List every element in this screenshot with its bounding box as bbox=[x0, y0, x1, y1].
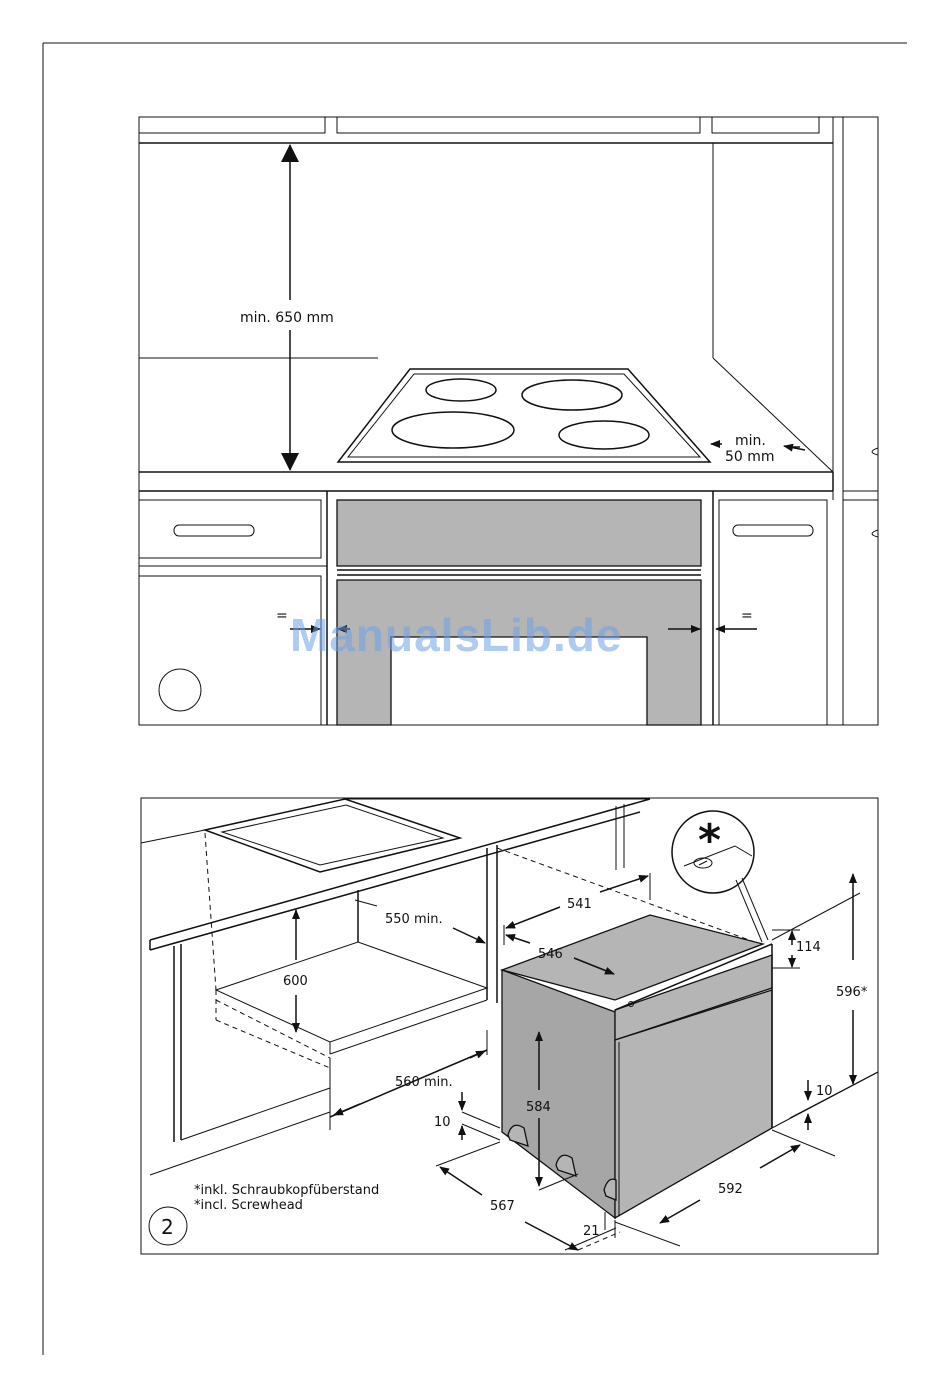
dim-567-label: 567 bbox=[490, 1199, 515, 1214]
dim-592-label: 592 bbox=[718, 1182, 743, 1197]
dim-10-right-label: 10 bbox=[816, 1084, 833, 1099]
asterisk-mark: * bbox=[698, 815, 721, 866]
dim-114-label: 114 bbox=[796, 940, 821, 955]
dim-560-label: 560 min. bbox=[395, 1075, 453, 1090]
dim-min-label: min. bbox=[735, 433, 766, 449]
dim-596-label: 596* bbox=[836, 985, 868, 1000]
hob bbox=[338, 369, 710, 462]
dim-541-label: 541 bbox=[567, 897, 592, 912]
figure-1-number-circle bbox=[159, 669, 201, 711]
dim-50mm-label: 50 mm bbox=[725, 449, 775, 465]
note-de: *inkl. Schraubkopfüberstand bbox=[194, 1183, 379, 1198]
screwhead-detail: * bbox=[672, 811, 768, 942]
equal-left-label: = bbox=[276, 608, 288, 624]
equal-right-label: = bbox=[741, 608, 753, 624]
dim-10-left-label: 10 bbox=[434, 1115, 451, 1130]
dim-584-label: 584 bbox=[526, 1100, 551, 1115]
watermark-text: ManualsLib.de bbox=[290, 608, 622, 662]
note-en: *incl. Screwhead bbox=[194, 1198, 303, 1213]
dim-min-650-label: min. 650 mm bbox=[240, 310, 334, 326]
dim-600-label: 600 bbox=[283, 974, 308, 989]
dim-21-label: 21 bbox=[583, 1224, 600, 1239]
figure-number: 2 bbox=[161, 1215, 174, 1239]
dim-550-label: 550 min. bbox=[385, 912, 443, 927]
figure-2-oven-dimensions: * 550 min. 600 560 min. 541 546 bbox=[141, 798, 878, 1254]
dim-546-label: 546 bbox=[538, 947, 563, 962]
